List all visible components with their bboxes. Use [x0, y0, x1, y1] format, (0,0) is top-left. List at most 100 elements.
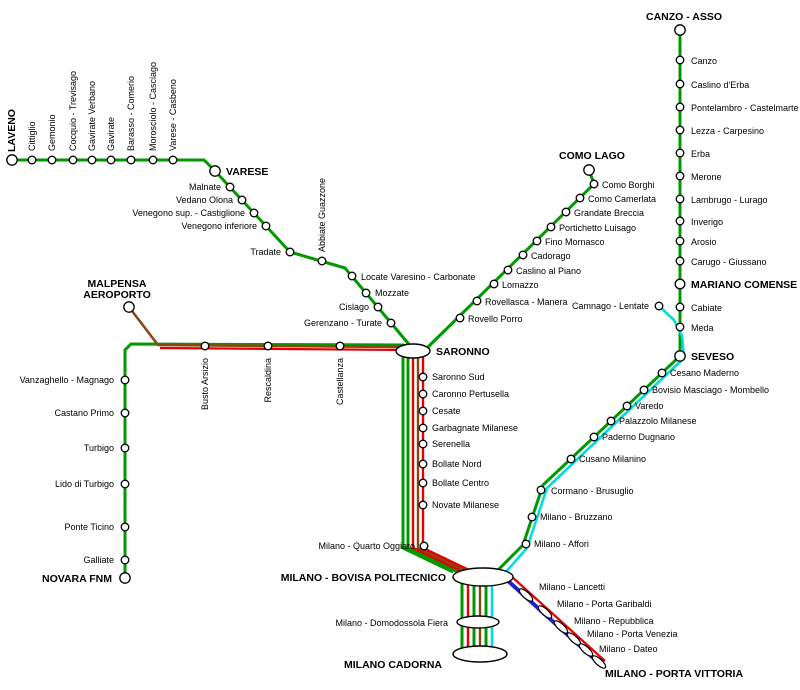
station-label-venegono-inf: Venegono inferiore: [181, 221, 257, 231]
station-marker-lido-di-turbigo: [120, 479, 130, 489]
station-label-gavirate-verbano: Gavirate Verbano: [87, 81, 97, 151]
station-label-meda: Meda: [691, 323, 714, 333]
station-marker-varese: [209, 165, 221, 177]
station-label-paderno-dugnano: Paderno Dugnano: [602, 432, 675, 442]
station-label-turbigo: Turbigo: [84, 443, 114, 453]
station-marker-canzo-asso: [674, 24, 686, 36]
station-label-inverigo: Inverigo: [691, 217, 723, 227]
station-marker-cadorago: [518, 250, 528, 260]
station-marker-rovellasca-manera: [472, 296, 482, 306]
station-label-saronno: SARONNO: [436, 346, 490, 358]
station-marker-laveno: [6, 154, 18, 166]
station-label-milano-affori: Milano - Affori: [534, 539, 589, 549]
station-marker-turbigo: [120, 443, 130, 453]
station-marker-milano-bruzzano: [527, 512, 537, 522]
station-label-seveso: SEVESO: [691, 351, 734, 363]
rail-line-trunk-2: [406, 354, 459, 574]
station-marker-como-borghi: [589, 179, 599, 189]
station-marker-lomazzo: [489, 279, 499, 289]
station-marker-meda: [675, 322, 685, 332]
station-marker-tradate: [285, 247, 295, 257]
station-label-canzo: Canzo: [691, 56, 717, 66]
station-marker-porta-garibaldi: [537, 605, 553, 619]
station-label-mozzate: Mozzate: [375, 288, 409, 298]
station-label-lancetti: Milano - Lancetti: [539, 582, 605, 592]
station-label-erba: Erba: [691, 149, 710, 159]
station-label-malnate: Malnate: [189, 182, 221, 192]
station-label-bollate-centro: Bollate Centro: [432, 478, 489, 488]
station-marker-cusano-milanino: [566, 454, 576, 464]
station-marker-caslino-derba: [675, 79, 685, 89]
rail-line-trunk-1: [401, 354, 454, 574]
station-marker-mariano-comense: [674, 278, 686, 290]
station-marker-pontelambro-castelmarte: [675, 102, 685, 112]
rail-line-passante-express: [510, 575, 606, 662]
station-label-rovellasca-manera: Rovellasca - Manera: [485, 297, 568, 307]
station-label-cittiglio: Cittiglio: [27, 121, 37, 151]
station-label-cesano-maderno: Cesano Maderno: [670, 368, 739, 378]
station-marker-canzo: [675, 55, 685, 65]
station-marker-bollate-centro: [418, 478, 428, 488]
station-label-galliate: Galliate: [83, 555, 114, 565]
station-label-cadorago: Cadorago: [531, 251, 571, 261]
station-label-locate-varesino: Locate Varesino - Carbonate: [361, 272, 475, 282]
station-label-mariano-comense: MARIANO COMENSE: [691, 279, 797, 291]
rail-line-trunk-3: [411, 354, 464, 574]
station-label-bovisa: MILANO - BOVISA POLITECNICO: [281, 572, 446, 584]
station-label-porta-garibaldi: Milano - Porta Garibaldi: [557, 599, 652, 609]
station-label-cusano-milanino: Cusano Milanino: [579, 454, 646, 464]
station-label-serenella: Serenella: [432, 439, 470, 449]
station-marker-cocquio-trevisago: [68, 155, 78, 165]
station-label-caslino-al-piano: Caslino al Piano: [516, 266, 581, 276]
station-label-cadorna: MILANO CADORNA: [344, 659, 442, 671]
station-marker-quarto-oggiaro: [419, 541, 429, 551]
station-label-tradate: Tradate: [250, 247, 281, 257]
station-marker-lezza-carpesino: [675, 125, 685, 135]
station-label-laveno: LAVENO: [6, 109, 18, 152]
station-marker-gemonio: [47, 155, 57, 165]
station-label-lambrugo-lurago: Lambrugo - Lurago: [691, 195, 768, 205]
station-marker-domodossola-fiera: [456, 615, 500, 629]
station-marker-bovisio-masciago: [639, 385, 649, 395]
station-label-gemonio: Gemonio: [47, 114, 57, 151]
station-marker-bovisa: [452, 567, 514, 587]
station-label-ponte-ticino: Ponte Ticino: [64, 522, 114, 532]
station-label-rovello-porro: Rovello Porro: [468, 314, 523, 324]
station-marker-gavirate: [106, 155, 116, 165]
station-label-gavirate: Gavirate: [106, 117, 116, 151]
station-label-cormano-brusuglio: Cormano - Brusuglio: [551, 486, 634, 496]
station-marker-locate-varesino: [347, 271, 357, 281]
station-label-como-borghi: Como Borghi: [602, 180, 655, 190]
station-marker-gavirate-verbano: [87, 155, 97, 165]
station-label-vanzaghello-magnago: Vanzaghello - Magnago: [20, 375, 114, 385]
station-label-varese: VARESE: [226, 166, 268, 178]
station-marker-gerenzano-turate: [386, 318, 396, 328]
station-marker-mozzate: [361, 288, 371, 298]
station-label-portichetto-luisago: Portichetto Luisago: [559, 223, 636, 233]
station-marker-cittiglio: [27, 155, 37, 165]
station-label-bollate-nord: Bollate Nord: [432, 459, 482, 469]
station-marker-seveso: [674, 350, 686, 362]
station-label-malpensa-aeroporto-line-1: MALPENSA: [88, 278, 147, 290]
station-label-pontelambro-castelmarte: Pontelambro - Castelmarte: [691, 103, 799, 113]
station-label-domodossola-fiera: Milano - Domodossola Fiera: [335, 618, 448, 628]
station-label-morosolo-casciago: Morosciolo - Casciago: [148, 62, 158, 151]
station-marker-vedano-olona: [237, 195, 247, 205]
station-label-saronno-sud: Saronno Sud: [432, 372, 485, 382]
station-marker-vanzaghello-magnago: [120, 375, 130, 385]
station-label-castano-primo: Castano Primo: [54, 408, 114, 418]
station-label-bovisio-masciago: Bovisio Masciago - Mombello: [652, 385, 769, 395]
station-marker-galliate: [120, 555, 130, 565]
station-label-porta-venezia: Milano - Porta Venezia: [587, 629, 678, 639]
station-label-abbiate-guazzone: Abbiate Guazzone: [317, 178, 327, 252]
station-marker-novara-fnm: [119, 572, 131, 584]
station-label-malpensa-aeroporto-line-2: AEROPORTO: [83, 289, 150, 301]
station-marker-fino-mornasco: [532, 236, 542, 246]
station-marker-camnago-lentate: [654, 301, 664, 311]
rail-line-canzo-seveso-milano: [495, 30, 682, 573]
station-label-busto-arsizio: Busto Arsizio: [200, 358, 210, 410]
station-marker-portichetto-luisago: [546, 222, 556, 232]
station-marker-varese-casbeno: [168, 155, 178, 165]
station-label-como-camerlata: Como Camerlata: [588, 194, 656, 204]
